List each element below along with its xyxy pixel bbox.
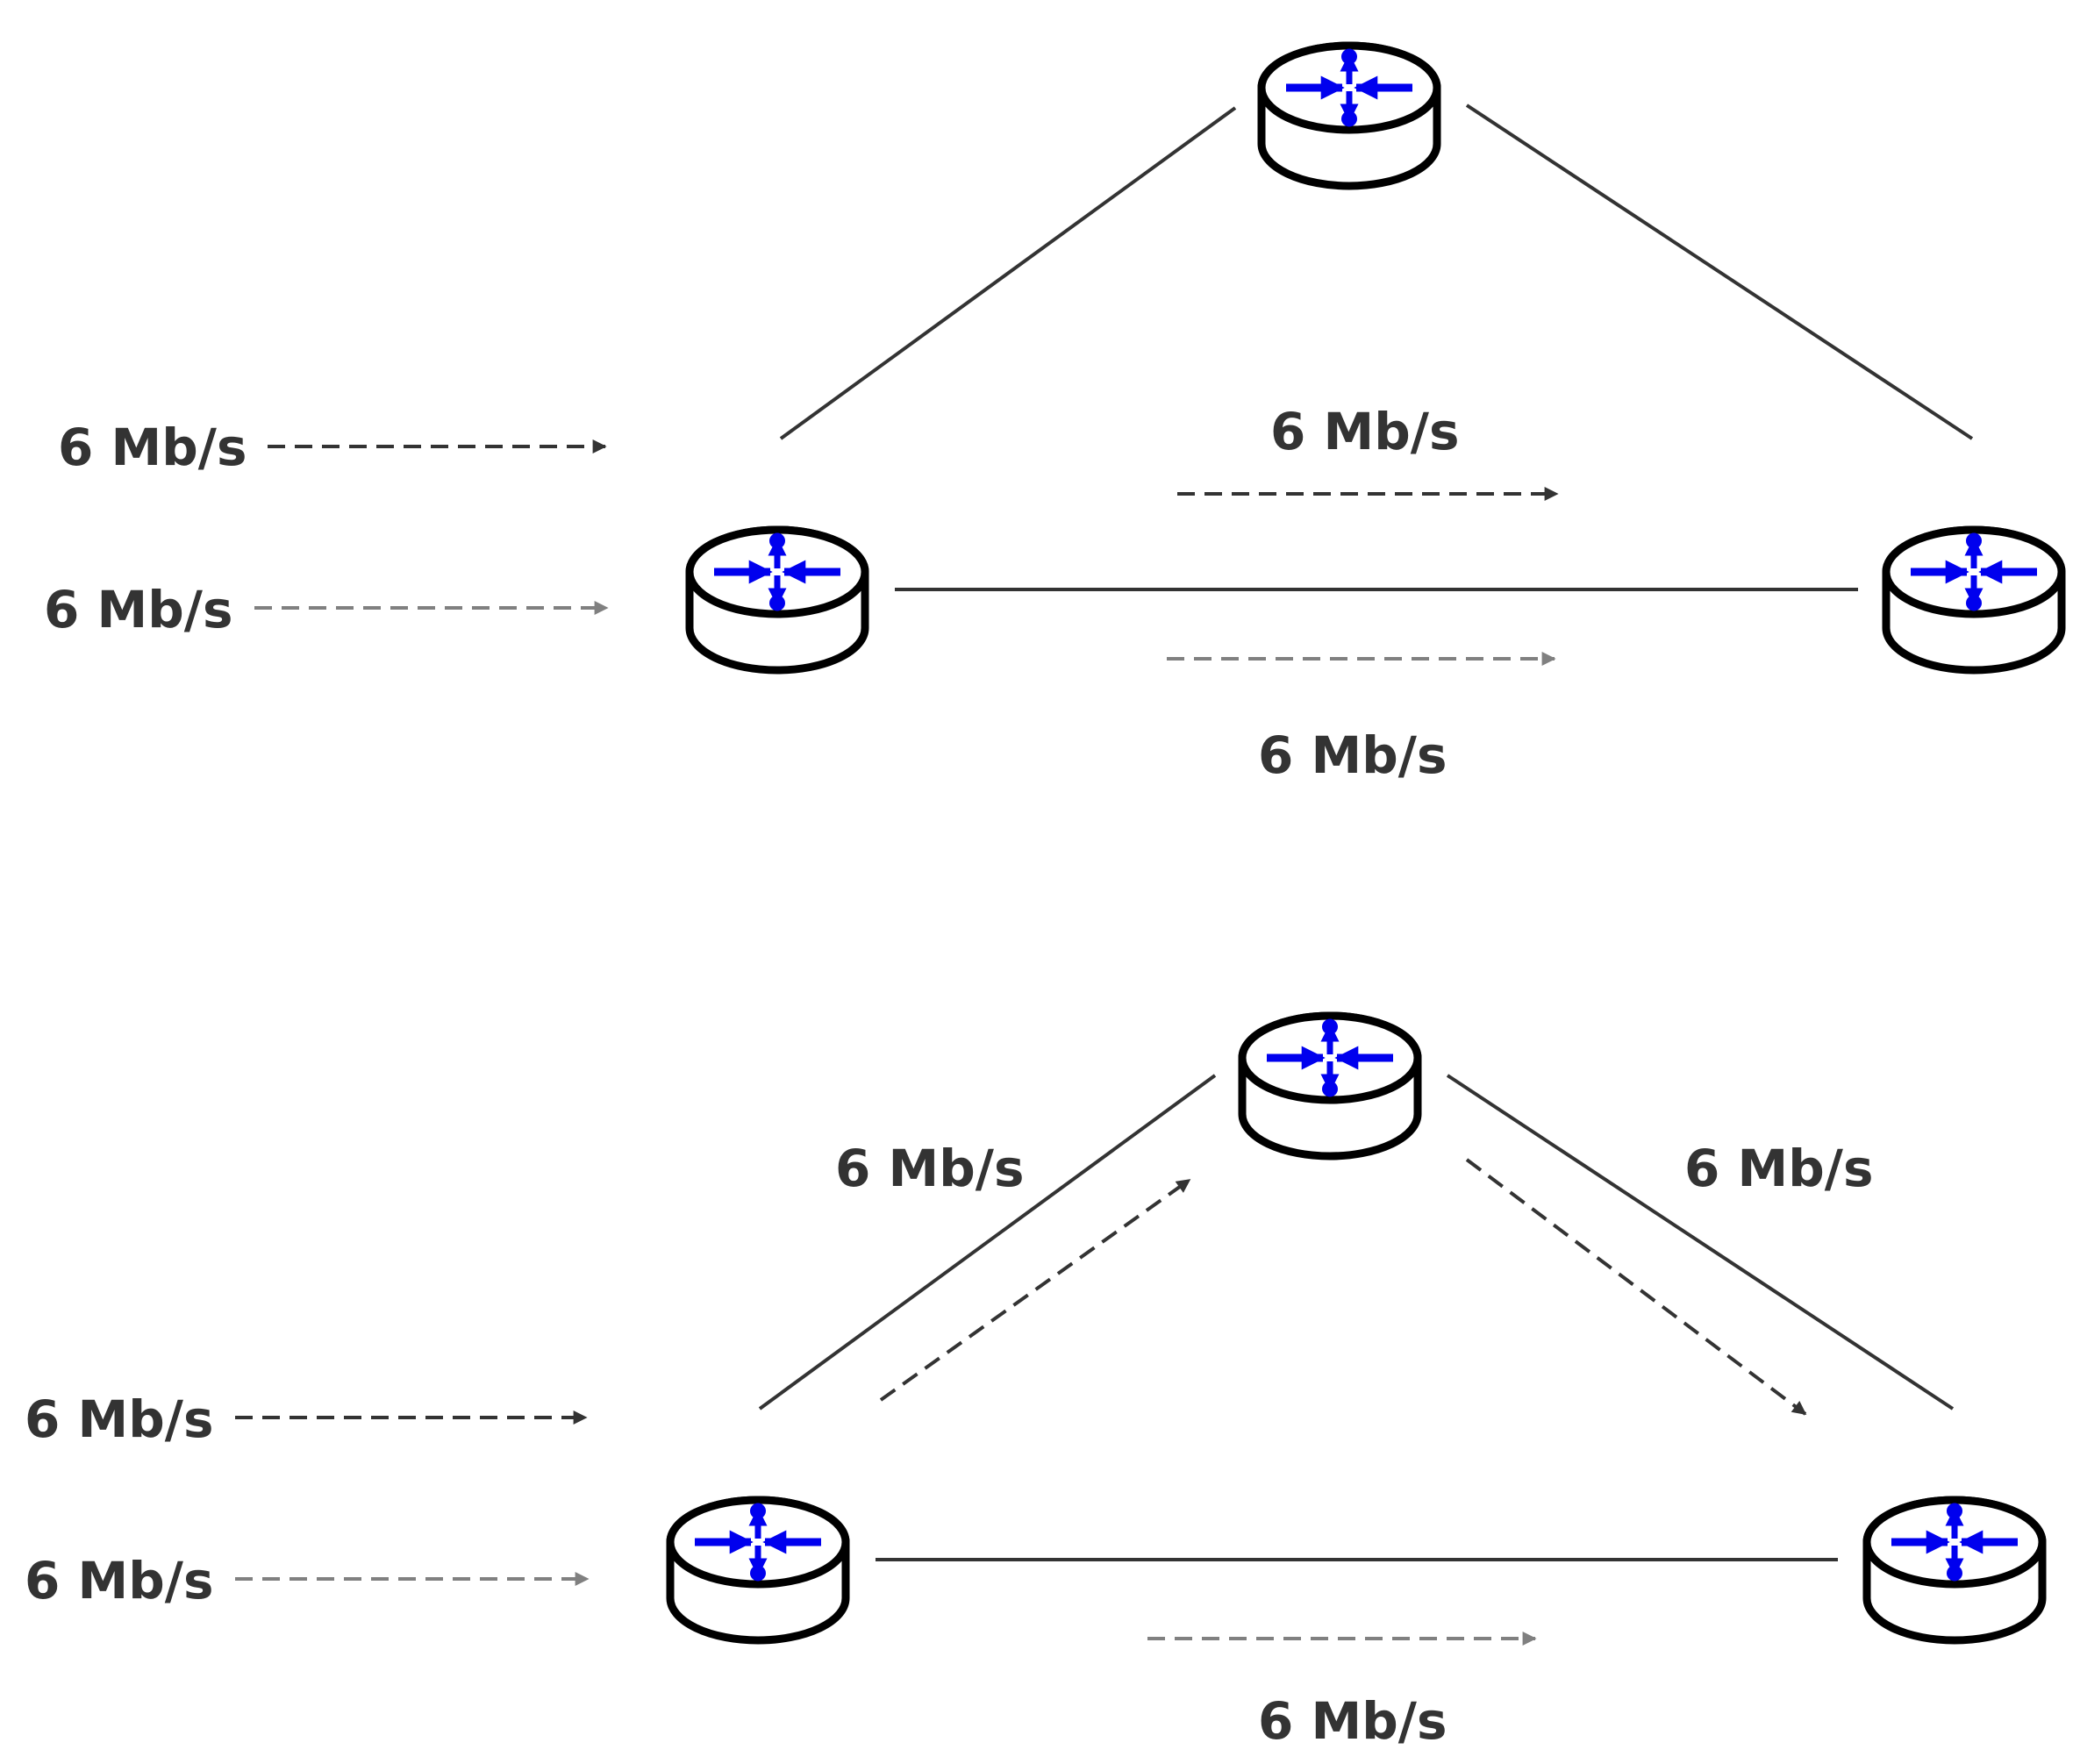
router-symbol-icon <box>1891 1503 2018 1582</box>
router-icon <box>1257 41 1441 190</box>
router-icon <box>1882 525 2066 675</box>
flow-label-in-light: 6 Mb/s <box>44 580 233 639</box>
link-a-b <box>779 106 1237 440</box>
flow-label-in-dark: 6 Mb/s <box>25 1389 214 1449</box>
diagram-bottom: 6 Mb/s 6 Mb/s 6 Mb/s 6 Mb/s 6 Mb/s <box>25 1011 2047 1751</box>
diagram-top: 6 Mb/s 6 Mb/s 6 Mb/s 6 Mb/s <box>44 41 2066 785</box>
flow-arrow-bc-dark <box>1465 1158 1807 1416</box>
flow-label-in-light: 6 Mb/s <box>25 1551 214 1610</box>
router-icon <box>1238 1011 1422 1161</box>
router-symbol-icon <box>1267 1018 1393 1097</box>
router-symbol-icon <box>1911 532 2037 611</box>
link-b-c <box>1446 1074 1955 1410</box>
router-icon <box>1862 1496 2047 1645</box>
flow-arrow-ab-dark <box>879 1178 1191 1402</box>
flow-label-ab-dark: 6 Mb/s <box>835 1139 1025 1198</box>
router-icon <box>666 1496 850 1645</box>
router-symbol-icon <box>1286 48 1412 127</box>
link-b-c <box>1465 104 1974 440</box>
link-a-b <box>758 1074 1217 1410</box>
flow-label-ac-dark: 6 Mb/s <box>1270 402 1460 461</box>
router-symbol-icon <box>714 532 840 611</box>
router-symbol-icon <box>695 1503 821 1582</box>
flow-label-ac-light: 6 Mb/s <box>1258 1691 1447 1751</box>
router-icon <box>685 525 869 675</box>
flow-label-bc-dark: 6 Mb/s <box>1684 1139 1874 1198</box>
flow-label-in-dark: 6 Mb/s <box>58 418 247 477</box>
flow-label-ac-light: 6 Mb/s <box>1258 725 1447 785</box>
